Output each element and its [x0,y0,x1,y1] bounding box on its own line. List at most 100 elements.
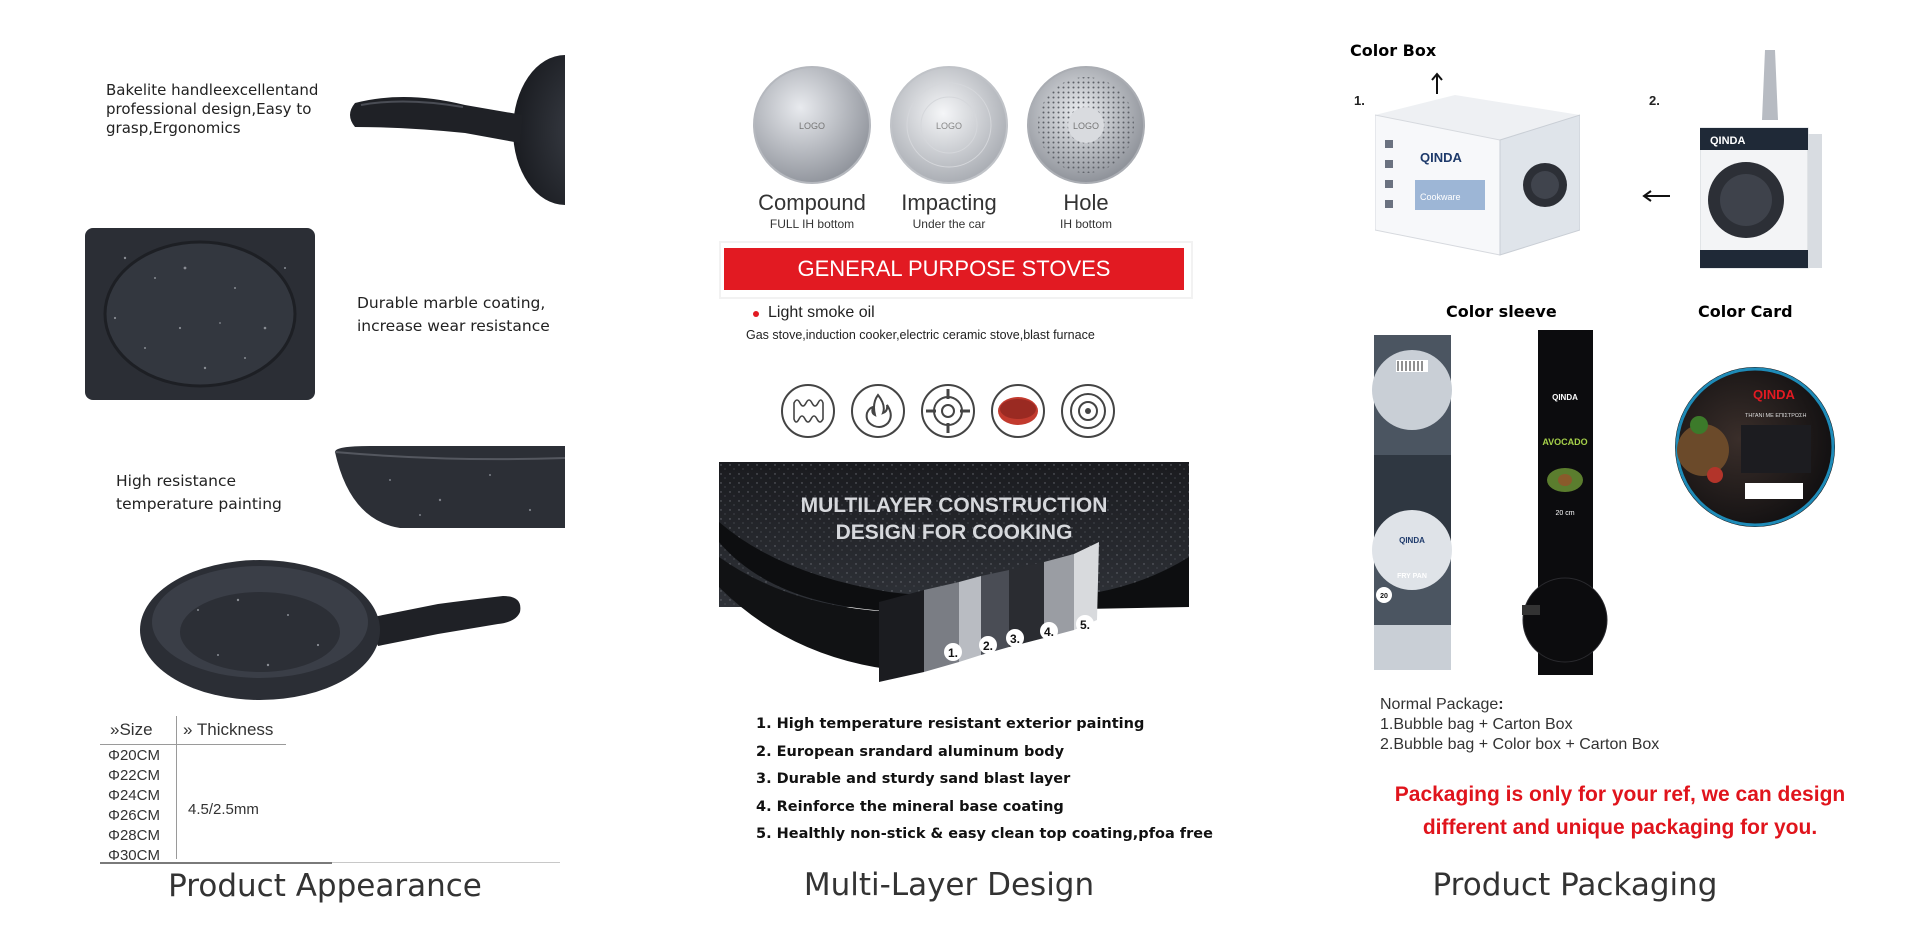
layer-number: 2. [983,639,993,653]
color-card-label: Color Card [1698,302,1793,321]
feature-handle-line: Bakelite handleexcellentand [106,81,319,99]
size-list: Φ20CM Φ22CM Φ24CM Φ26CM Φ28CM Φ30CM [108,746,160,866]
feature-coating-text: Durable marble coating, increase wear re… [357,292,550,338]
layer-number: 1. [948,646,958,660]
color-box-front-image: QINDA [1700,50,1822,269]
table-bottom-accent [100,862,332,864]
multilayer-design-title: Multi-Layer Design [803,867,1095,903]
induction-coil-icon [781,384,835,438]
normal-package-option: 1.Bubble bag + Carton Box [1380,716,1573,733]
logo-text: LOGO [799,121,825,131]
size-cell: Φ24CM [108,787,160,804]
layer-number: 4. [1044,625,1054,639]
packaging-note-line: Packaging is only for your ref, we can d… [1394,783,1846,806]
normal-package-option: 2.Bubble bag + Color box + Carton Box [1380,736,1660,753]
layer-list: 1. High temperature resistant exterior p… [756,711,1213,849]
thickness-header-label: Thickness [196,720,274,739]
compound-label: Compound [758,190,866,215]
layer-item: 4. Reinforce the mineral base coating [756,798,1064,815]
marker-icon: » [183,720,193,739]
feature-handle-text: Bakelite handleexcellentand professional… [106,81,318,138]
sleeve-product-text: AVOCADO [1542,437,1587,447]
gas-burner-icon [921,384,975,438]
size-cell: Φ20CM [108,747,160,764]
stove-types-text: Gas stove,induction cooker,electric cera… [746,328,1095,342]
size-header-label: Size [119,720,153,739]
layer-number: 3. [1010,632,1020,646]
box-side-text: Cookware [1420,192,1461,202]
feature-handle-line: grasp,Ergonomics [106,119,241,137]
layer-item: 5. Healthly non-stick & easy clean top c… [756,826,1213,842]
layer-item: 1. High temperature resistant exterior p… [756,716,1145,732]
pan-side-image [334,446,565,528]
color-sleeve-black-image: QINDA AVOCADO 20 cm [1522,330,1608,675]
multilayer-construction-image: 1. 2. 3. 4. 5. MULTILAYER CONSTRUCTION D… [719,462,1189,682]
logo-text: LOGO [1073,121,1099,131]
size-table: »Size » Thickness Φ20CM Φ22CM Φ24CM Φ26C… [100,712,564,864]
electric-plate-icon [991,384,1045,438]
step-one-label: 1. [1354,93,1365,108]
color-card-image: QINDA ΤΗΓΑΝΙ ΜΕ ΕΠΙΣΤΡΩΣΗ [1675,367,1835,527]
gas-flame-icon [851,384,905,438]
brand-logo-text: QINDA [1399,536,1425,545]
layer-number: 5. [1080,618,1090,632]
card-description-text: ΤΗΓΑΝΙ ΜΕ ΕΠΙΣΤΡΩΣΗ [1745,413,1806,419]
marker-icon: » [110,720,120,739]
brand-logo-text: QINDA [1710,135,1746,147]
normal-package-title: Normal Package [1380,696,1499,713]
normal-package-colon: : [1498,696,1504,713]
table-divider [100,744,286,745]
general-purpose-banner: GENERAL PURPOSE STOVES [724,248,1184,290]
impacting-sublabel: Under the car [912,217,986,231]
compound-sublabel: FULL IH bottom [769,217,855,231]
feature-paint-line: temperature painting [116,495,282,513]
impacting-bottom-image: LOGO [890,66,1008,184]
sleeve-size-text: 20 cm [1555,510,1574,517]
hole-bottom-image: LOGO [1027,66,1145,184]
sleeve-product-text: FRY PAN [1397,573,1427,580]
marble-coating-image [85,228,315,400]
layer-item: 2. European srandard aluminum body [756,743,1065,760]
product-appearance-title: Product Appearance [168,868,482,904]
color-box-image: QINDA Cookware [1375,95,1580,256]
construction-title-line: MULTILAYER CONSTRUCTION [801,494,1108,517]
normal-package-heading: Normal Package: [1380,695,1659,715]
handle-closeup-image [350,55,565,205]
construction-title-line: DESIGN FOR COOKING [836,521,1073,544]
packaging-note: Packaging is only for your ref, we can d… [1360,778,1880,844]
table-divider [176,716,177,859]
size-cell: Φ28CM [108,827,160,844]
hole-label: Hole [1063,190,1109,215]
color-sleeve-label: Color sleeve [1446,302,1557,321]
pan-full-image [140,560,521,700]
feature-coating-line: Durable marble coating, [357,294,546,312]
thickness-header: » Thickness [183,720,273,740]
color-box-label: Color Box [1350,41,1437,60]
compound-bottom-image: LOGO [753,66,871,184]
feature-handle-line: professional design,Easy to [106,100,312,118]
size-cell: Φ22CM [108,767,160,784]
logo-text: LOGO [936,121,962,131]
normal-package-block: Normal Package: 1.Bubble bag + Carton Bo… [1380,695,1659,755]
sleeve-size-text: 20 [1380,593,1388,600]
layer-item: 3. Durable and sturdy sand blast layer [756,771,1071,787]
arrow-up-icon [1431,72,1443,94]
size-cell: Φ30CM [108,847,160,864]
packaging-note-line: different and unique packaging for you. [1422,816,1818,839]
impacting-label: Impacting [901,190,997,215]
color-sleeve-grey-image: QINDA FRY PAN 20 [1372,335,1452,670]
brand-logo-text: QINDA [1753,387,1796,402]
ceramic-hob-icon [1061,384,1115,438]
bullet-icon [753,311,759,317]
hole-sublabel: IH bottom [1059,217,1113,231]
step-two-label: 2. [1649,93,1660,108]
feature-coating-line: increase wear resistance [357,317,550,335]
brand-logo-text: QINDA [1552,393,1578,402]
brand-logo-text: QINDA [1420,150,1463,165]
arrow-left-icon [1642,190,1670,202]
light-smoke-text: Light smoke oil [768,304,875,321]
thickness-cell: 4.5/2.5mm [188,801,259,818]
feature-paint-text: High resistance temperature painting [116,470,282,516]
product-packaging-title: Product Packaging [1432,867,1718,903]
size-header: »Size [110,720,153,740]
